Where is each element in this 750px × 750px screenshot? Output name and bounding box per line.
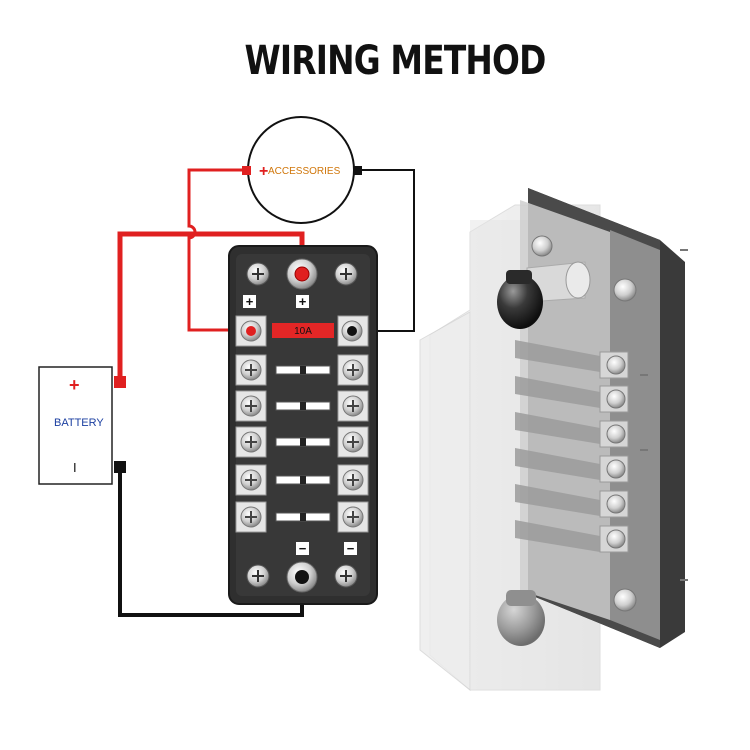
svg-text:−: − [347,541,355,556]
mounting-screw [246,262,270,286]
negative-stud [286,561,318,593]
circuit-row [235,354,369,386]
battery-label: BATTERY [54,417,104,429]
side-pins [640,249,688,581]
battery-minus-sign: I [73,460,77,475]
fuse-rating-label: 10A [272,323,334,338]
battery-negative-terminal [114,461,126,473]
side-fuses [515,340,600,552]
side-terminal-stack [599,351,629,553]
mounting-screw [246,564,270,588]
svg-text:+: + [246,294,254,309]
mounting-screw [334,564,358,588]
positive-stud [286,258,318,290]
minus-marker: − [344,541,357,556]
svg-text:10A: 10A [294,326,312,337]
accessory-negative-connector [353,166,362,175]
fuse-block-side-view [419,188,688,692]
page-title: WIRING METHOD [244,38,547,84]
minus-marker: − [296,541,309,556]
accessory-plus-sign: + [259,163,268,180]
plus-marker: + [243,294,256,309]
battery-positive-terminal [114,376,126,388]
circuit-row [235,390,369,422]
stud-cap-top [497,270,543,329]
accessory-positive-connector [242,166,251,175]
accessories-load: + ACCESSORIES [242,116,362,224]
circuit-row [235,464,369,496]
battery: + BATTERY I [38,366,126,485]
busbar-positive-terminal [235,315,267,347]
svg-text:+: + [299,294,307,309]
svg-text:−: − [299,541,307,556]
ground-busbar-terminal [337,315,369,347]
battery-plus-sign: + [69,375,80,395]
stud-cap-bottom [497,590,545,646]
mounting-screw [334,262,358,286]
negative-wire-accessory [352,169,415,332]
circuit-row [235,426,369,458]
circuit-row [235,501,369,533]
fuse-block: + + − − 10A [228,245,378,605]
plus-marker: + [296,294,309,309]
accessories-label: ACCESSORIES [268,166,341,177]
